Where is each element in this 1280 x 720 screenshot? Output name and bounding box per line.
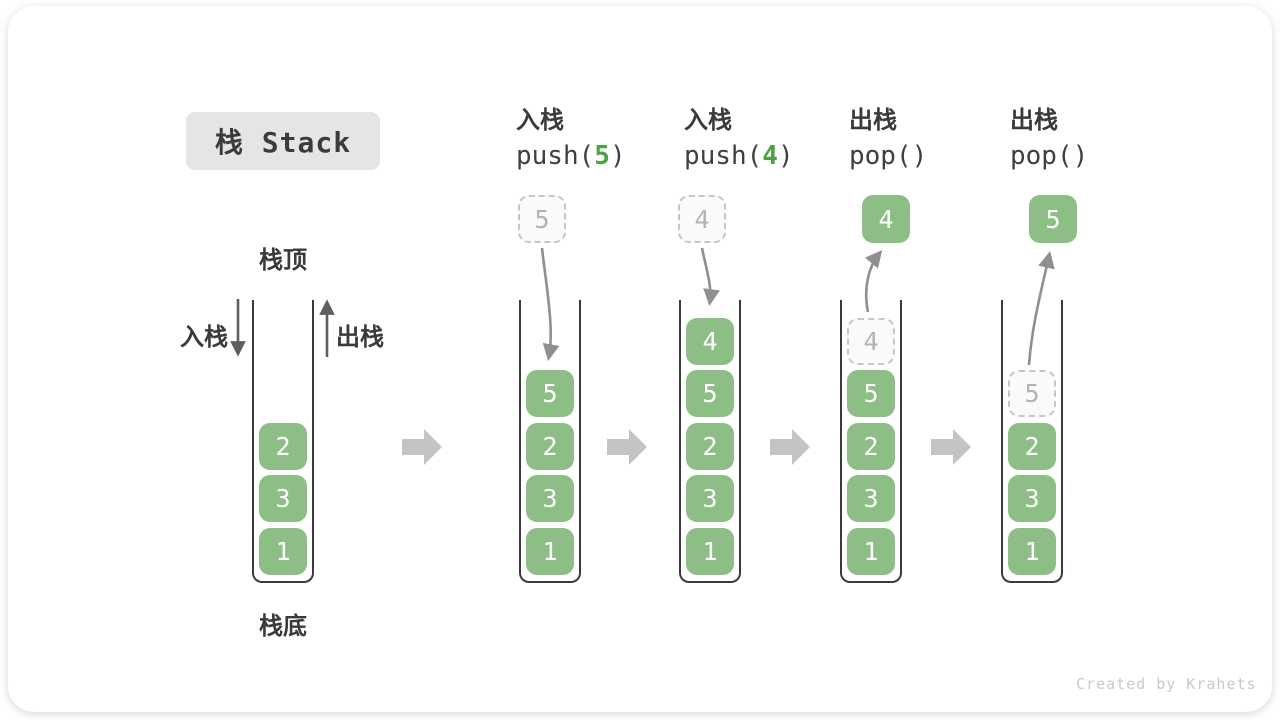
stack-1: 2 3 1: [252, 300, 314, 583]
stack-item: 2: [686, 423, 734, 470]
code-pre: pop(): [1010, 141, 1089, 171]
column-header-push-4: 入栈 push(4): [684, 104, 794, 174]
column-header-pop-4: 出栈 pop(): [849, 104, 927, 174]
stack-item: 5: [847, 370, 895, 417]
stack-item-ghost: 4: [847, 318, 895, 365]
op-label: 出栈: [849, 106, 897, 134]
pop-side-label: 出栈: [336, 323, 384, 351]
stack-4: 4 5 2 3 1: [840, 300, 902, 583]
stack-bottom-label: 栈底: [259, 612, 307, 640]
stack-2: 5 2 3 1: [519, 300, 581, 583]
stack-item: 1: [847, 528, 895, 575]
stack-item: 1: [1008, 528, 1056, 575]
stack-item: 3: [847, 475, 895, 522]
popped-value-box-4: 4: [862, 195, 910, 243]
code-post: ): [609, 141, 626, 171]
code-pre: push(: [684, 141, 763, 171]
op-code: push(5): [516, 138, 626, 174]
pushed-value-box-4: 4: [678, 195, 726, 243]
stack-item: 2: [1008, 423, 1056, 470]
op-code: push(4): [684, 138, 794, 174]
stack-item: 2: [526, 423, 574, 470]
stack-item: 3: [686, 475, 734, 522]
stack-item-ghost: 5: [1008, 370, 1056, 417]
pushed-value-box-5: 5: [518, 195, 566, 243]
stack-item: 1: [686, 528, 734, 575]
op-code: pop(): [849, 138, 927, 174]
stack-item: 2: [259, 423, 307, 470]
stack-top-label: 栈顶: [259, 246, 307, 274]
stack-item: 2: [847, 423, 895, 470]
stack-item: 1: [526, 528, 574, 575]
stack-item: 1: [259, 528, 307, 575]
code-arg: 4: [762, 141, 778, 171]
push-side-label: 入栈: [180, 323, 228, 351]
stack-3: 4 5 2 3 1: [679, 300, 741, 583]
op-label: 入栈: [684, 106, 732, 134]
code-pre: pop(): [849, 141, 928, 171]
code-pre: push(: [516, 141, 595, 171]
stack-item: 3: [526, 475, 574, 522]
stack-item: 5: [526, 370, 574, 417]
stack-item: 5: [686, 370, 734, 417]
popped-value-box-5: 5: [1029, 195, 1077, 243]
stack-item: 3: [259, 475, 307, 522]
column-header-pop-5: 出栈 pop(): [1010, 104, 1088, 174]
stack-5: 5 2 3 1: [1001, 300, 1063, 583]
title-badge: 栈 Stack: [186, 112, 380, 170]
stack-item: 3: [1008, 475, 1056, 522]
column-header-push-5: 入栈 push(5): [516, 104, 626, 174]
op-code: pop(): [1010, 138, 1088, 174]
op-label: 入栈: [516, 106, 564, 134]
stack-item: 4: [686, 318, 734, 365]
page-title: 栈 Stack: [214, 126, 352, 159]
op-label: 出栈: [1010, 106, 1058, 134]
code-arg: 5: [594, 141, 610, 171]
watermark: Created by Krahets: [1076, 675, 1257, 693]
code-post: ): [777, 141, 794, 171]
